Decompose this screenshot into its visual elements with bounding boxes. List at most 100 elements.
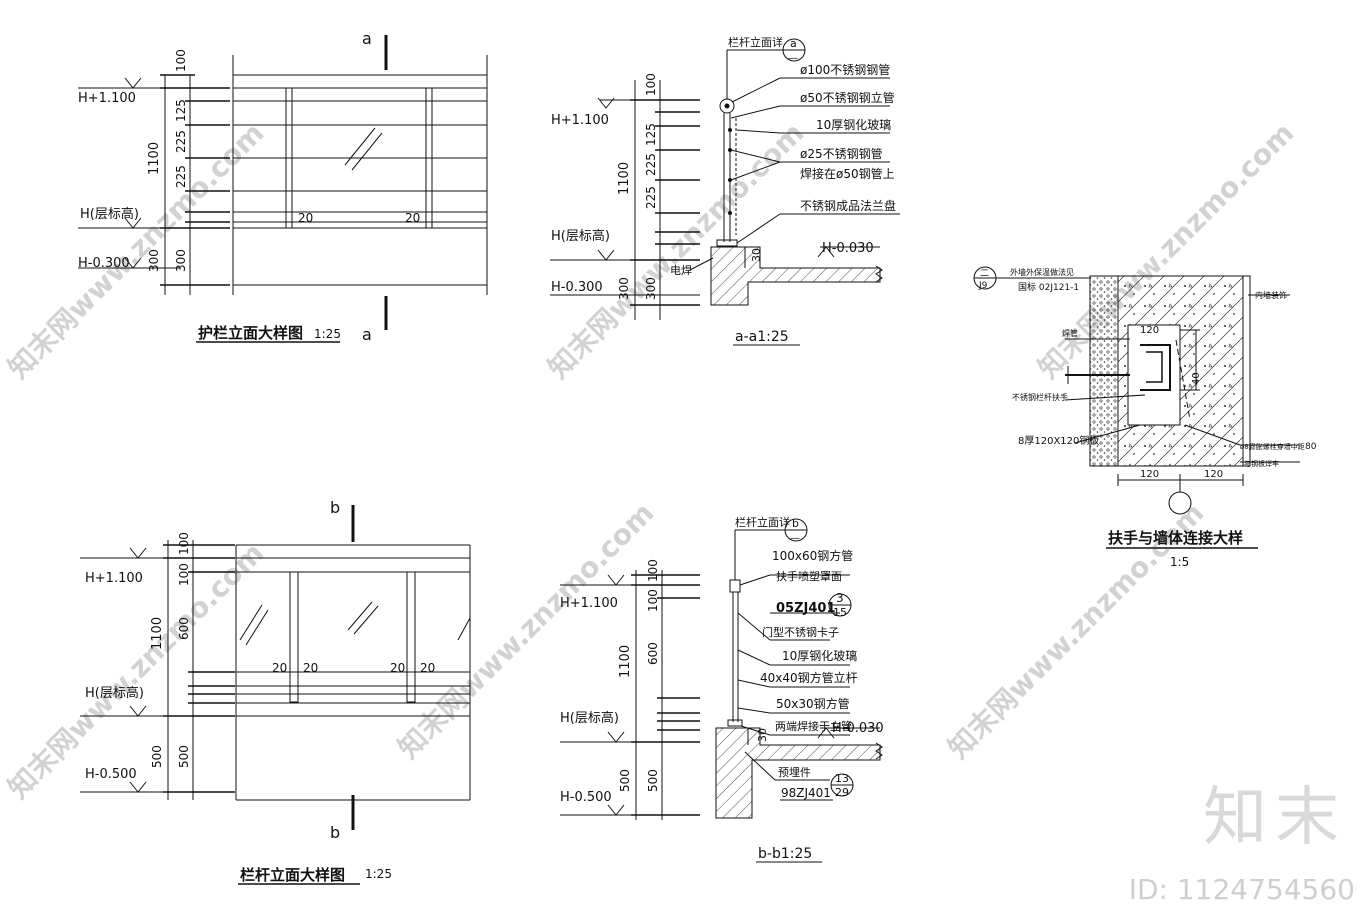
drawing-scale: 1:5 [1170, 555, 1189, 569]
section-mark: a [362, 325, 372, 344]
dim-label: 600 [177, 617, 191, 640]
detail-circle-bottom: — [790, 533, 800, 544]
ref-circle-bottom: J9 [978, 281, 988, 291]
level-label: H-0.030 [822, 241, 874, 256]
label: 80 [1305, 442, 1317, 452]
dim-label: 120 [1140, 325, 1159, 336]
level-label: H+1.100 [85, 571, 143, 586]
section-mark: a [362, 29, 372, 48]
level-label: H+1.100 [551, 113, 609, 128]
drawing-scale: 1:25 [365, 867, 392, 881]
detail-ref: 栏杆立面详 [728, 35, 783, 49]
note: 扶手喷塑罩面 [776, 569, 842, 583]
level-label: H(层标高) [560, 710, 619, 726]
railing-elevation-b [80, 505, 471, 830]
section-b-b-text: 栏杆立面详 b — 100x60钢方管 扶手喷塑罩面 05ZJ401 3 15 … [560, 515, 884, 863]
ref-note: 国标 02J121-1 [1018, 281, 1079, 293]
note: ø50不锈钢钢立管 [800, 90, 895, 105]
note: 50x30钢方管 [776, 696, 850, 711]
detail-ref: 栏杆立面详 [735, 515, 790, 529]
dim-label: 100 [177, 563, 191, 586]
handrail-wall-detail [973, 266, 1300, 515]
level-label: H-0.030 [832, 721, 884, 736]
note: ø100不锈钢钢管 [800, 62, 890, 77]
note: 焊接在ø50钢管上 [800, 166, 895, 181]
note: 电焊 [670, 263, 692, 277]
section-a-a-text: 栏杆立面详 a — ø100不锈钢钢管 ø50不锈钢钢立管 10厚钢化玻璃 ø2… [551, 35, 896, 346]
dim-label: 125 [644, 123, 658, 146]
dim-label: 300 [617, 277, 631, 300]
note: 预埋件 [778, 766, 811, 779]
ref-note: 外墙外保温做法见 [1010, 267, 1074, 277]
post-dim: 20 [390, 661, 405, 675]
dim-label: 225 [174, 130, 188, 153]
section-a-a [550, 38, 900, 320]
railing-elevation-b-text: b b H+1.100 H(层标高) H-0.500 1100 100 500 … [85, 498, 435, 885]
dim-label: 500 [177, 745, 191, 768]
level-label: H+1.100 [560, 596, 618, 611]
dim-label: 30 [750, 248, 763, 262]
watermark-text: 知末网www.znzmo.com [2, 116, 271, 385]
dim-label: 500 [618, 769, 632, 792]
post-dim: 20 [303, 661, 318, 675]
dim-label: 30 [756, 728, 769, 742]
drawing-title: 栏杆立面大样图 [240, 866, 345, 884]
dim-label: 300 [147, 249, 161, 272]
note: 两端焊接于立管 [775, 719, 852, 733]
post-dim: 20 [420, 661, 435, 675]
note: 10厚钢化玻璃 [782, 649, 857, 663]
level-label: H+1.100 [78, 91, 136, 106]
note: 05ZJ401 [776, 601, 836, 616]
ref-98-bottom: 29 [835, 786, 849, 799]
note: ø25不锈钢钢管 [800, 146, 883, 161]
post-dim: 20 [405, 211, 420, 225]
document-id: ID: 1124754560 [1128, 873, 1355, 906]
dim-label: 100 [646, 589, 660, 612]
dim-label: 500 [646, 769, 660, 792]
ref-05-top: 3 [836, 591, 844, 605]
drawing-title: 护栏立面大样图 [198, 324, 303, 342]
detail-circle-top: a [790, 37, 797, 50]
dim-label: 600 [646, 642, 660, 665]
dim-label: 500 [150, 745, 164, 768]
dim-label: 100 [644, 73, 658, 96]
label: 与钢板焊牢 [1244, 459, 1279, 468]
ref-circle-top: 二 [980, 269, 989, 279]
note: 98ZJ401 [781, 786, 831, 800]
note: 100x60钢方管 [772, 548, 853, 563]
level-label: H(层标高) [85, 685, 144, 701]
section-mark: b [330, 498, 340, 517]
dim-label: 100 [177, 532, 191, 555]
ref-98-top: 13 [835, 772, 849, 785]
dim-label: 1100 [147, 142, 162, 175]
level-label: H-0.500 [85, 767, 137, 782]
brand-watermark: 知末 [1203, 781, 1347, 855]
drawing-title: b-b1:25 [758, 846, 812, 862]
note: 10厚钢化玻璃 [816, 118, 891, 132]
post-dim: 20 [298, 211, 313, 225]
level-label: H-0.300 [551, 280, 603, 295]
detail-circle-bottom: — [788, 53, 798, 64]
note: 不锈钢成品法兰盘 [800, 198, 896, 213]
level-label: H-0.500 [560, 790, 612, 805]
dim-label: 1100 [150, 617, 165, 650]
drawing-title: a-a1:25 [735, 329, 789, 345]
drawing-scale: 1:25 [314, 327, 341, 341]
drawing-title: 扶手与墙体连接大样 [1108, 529, 1243, 547]
post-dim: 20 [272, 661, 287, 675]
dim-label: 120 [1204, 469, 1223, 480]
guardrail-elevation-a-text: a a H+1.100 H(层标高) H-0.300 1100 100 300 … [78, 29, 420, 344]
label: 焊管 [1062, 328, 1078, 338]
dim-label: 100 [646, 559, 660, 582]
dim-label: 300 [644, 277, 658, 300]
level-label: H(层标高) [80, 206, 139, 222]
guardrail-elevation-a [78, 35, 488, 330]
dim-label: 100 [174, 49, 188, 72]
note: 门型不锈钢卡子 [762, 625, 839, 639]
note: 40x40钢方管立杆 [760, 670, 858, 685]
label: 不锈钢栏杆扶手 [1012, 392, 1068, 402]
dim-label: 225 [174, 165, 188, 188]
dim-label: 1100 [618, 645, 633, 678]
dim-label: 120 [1140, 469, 1159, 480]
